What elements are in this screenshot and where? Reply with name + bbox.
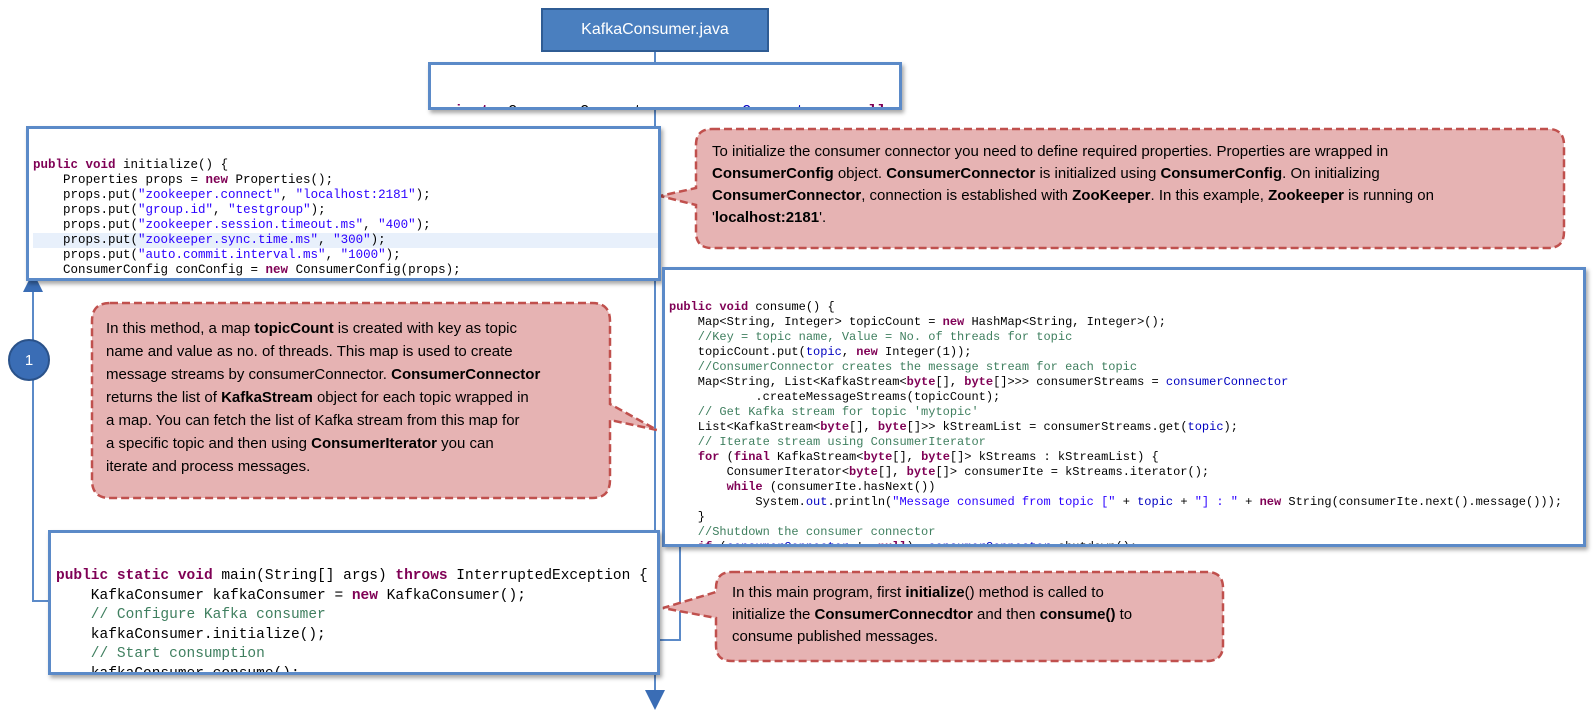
- initialize-code-line: Properties props = new Properties();: [33, 173, 334, 187]
- consume-code-line: .createMessageStreams(topicCount);: [669, 390, 1001, 404]
- callout-consume-line: message streams by consumerConnector. Co…: [106, 366, 541, 383]
- consume-code-line: while (consumerIte.hasNext()): [726, 480, 936, 494]
- callout-init-line: ConsumerConnector, connection is establi…: [712, 187, 1434, 204]
- main-code-line: kafkaConsumer.initialize();: [56, 626, 326, 643]
- class-title-box: KafkaConsumer.java: [541, 8, 769, 52]
- marker-1-label: 1: [24, 351, 34, 369]
- class-title: KafkaConsumer.java: [581, 21, 729, 38]
- consume-code-line: }: [669, 510, 706, 524]
- initialize-code-line: props.put("auto.commit.interval.ms", "10…: [33, 248, 401, 262]
- main-code-line: // Configure Kafka consumer: [56, 607, 326, 623]
- callout-main-line: consume published messages.: [732, 628, 938, 645]
- main-code-line: KafkaConsumer kafkaConsumer = new KafkaC…: [56, 587, 526, 604]
- callout-main-line: initialize the ConsumerConnecdtor and th…: [732, 606, 1133, 623]
- fields-code-box: private ConsumerConnector consumerConnec…: [428, 62, 902, 110]
- consume-code-line: // Get Kafka stream for topic 'mytopic': [669, 405, 979, 419]
- consume-code-box: public void consume() { Map<String, Inte…: [662, 267, 1586, 547]
- callout-consume-line: returns the list of KafkaStream object f…: [106, 389, 529, 406]
- marker-1-circle: [8, 339, 50, 381]
- callout-consume-line: name and value as no. of threads. This m…: [106, 343, 513, 360]
- consume-code-line: ConsumerIterator<byte[], byte[]> consume…: [669, 465, 1210, 479]
- consume-code-line: public void consume() {: [669, 300, 835, 314]
- callout-init-line: ConsumerConfig object. ConsumerConnector…: [712, 165, 1380, 182]
- initialize-code-line: public void initialize() {: [33, 158, 229, 172]
- initialize-code-line: props.put("zookeeper.connect", "localhos…: [33, 188, 431, 202]
- initialize-code-box: public void initialize() { Properties pr…: [26, 126, 661, 281]
- initialize-code-line: ConsumerConfig conConfig = new ConsumerC…: [33, 263, 461, 277]
- callout-main-text: In this main program, first initialize()…: [732, 582, 1212, 648]
- consume-code-line: topicCount.put(topic, new Integer(1));: [669, 345, 972, 359]
- main-code-box: public static void main(String[] args) t…: [48, 530, 660, 675]
- callout-initialize-shape: [659, 127, 1566, 250]
- main-code-line: kafkaConsumer.consume();: [56, 665, 300, 675]
- initialize-code-line: props.put("zookeeper.session.timeout.ms"…: [33, 218, 431, 232]
- callout-consume-shape: [90, 301, 658, 500]
- consume-code-line: System.out.println("Message consumed fro…: [669, 495, 1563, 509]
- initialize-code-line: props.put("zookeeper.sync.time.ms", "300…: [33, 233, 658, 248]
- consume-code-line: //Key = topic name, Value = No. of threa…: [669, 330, 1073, 344]
- consume-code-line: if (consumerConnector != null) consumerC…: [697, 540, 1138, 547]
- initialize-code-line: props.put("group.id", "testgroup");: [33, 203, 326, 217]
- consume-code-line: Map<String, Integer> topicCount = new Ha…: [669, 315, 1166, 329]
- consume-code-line: for (final KafkaStream<byte[], byte[]> k…: [697, 450, 1159, 464]
- callout-consume-line: a specific topic and then using Consumer…: [106, 435, 494, 452]
- callout-main-shape: [662, 570, 1225, 663]
- callout-consume-line: a map. You can fetch the list of Kafka s…: [106, 412, 520, 429]
- callout-init-line: To initialize the consumer connector you…: [712, 143, 1389, 160]
- initialize-code-line: consumerConnector = Consumer.createJavaC…: [33, 278, 658, 281]
- callout-init-line: 'localhost:2181'.: [712, 209, 827, 226]
- consume-code-line: List<KafkaStream<byte[], byte[]>> kStrea…: [669, 420, 1238, 434]
- consume-code-line: //Shutdown the consumer connector: [669, 525, 936, 539]
- callout-main-line: In this main program, first initialize()…: [732, 584, 1104, 601]
- consume-code-line: Map<String, List<KafkaStream<byte[], byt…: [669, 375, 1289, 389]
- main-code-line: public static void main(String[] args) t…: [56, 568, 648, 584]
- callout-consume-text: In this method, a map topicCount is crea…: [106, 317, 606, 478]
- callout-consume-line: In this method, a map topicCount is crea…: [106, 320, 517, 337]
- main-code-line: // Start consumption: [56, 646, 265, 662]
- consume-code-line: // Iterate stream using ConsumerIterator: [669, 435, 986, 449]
- callout-consume-line: iterate and process messages.: [106, 458, 311, 475]
- consume-code-line: //ConsumerConnector creates the message …: [669, 360, 1138, 374]
- fields-code-line: private ConsumerConnector consumerConnec…: [436, 102, 899, 107]
- callout-initialize-text: To initialize the consumer connector you…: [712, 141, 1552, 229]
